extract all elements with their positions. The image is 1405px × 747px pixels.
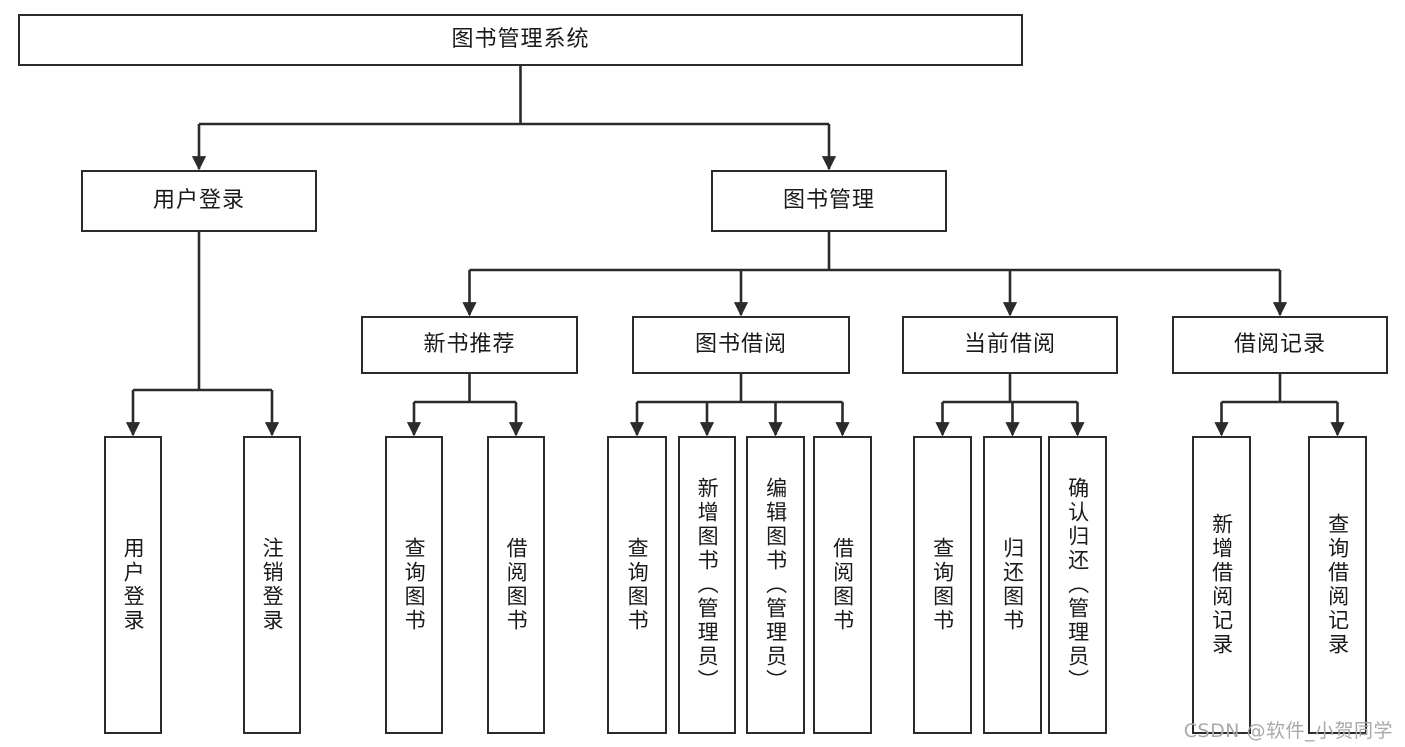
node-label: 图书管理 [782, 187, 875, 213]
node-leaf-return-book[interactable]: 归还图书 [983, 436, 1042, 734]
node-leaf-query-book-rec[interactable]: 查询图书 [385, 436, 443, 734]
node-book-manage[interactable]: 图书管理 [711, 170, 947, 232]
node-root[interactable]: 图书管理系统 [18, 14, 1023, 66]
node-borrow-record[interactable]: 借阅记录 [1172, 316, 1388, 374]
node-leaf-add-record[interactable]: 新增借阅记录 [1192, 436, 1251, 734]
node-leaf-user-logout[interactable]: 注销登录 [243, 436, 301, 734]
node-label: 查询图书 [625, 537, 650, 633]
node-leaf-query-record[interactable]: 查询借阅记录 [1308, 436, 1367, 734]
node-leaf-confirm-return[interactable]: 确认归还（管理员） [1048, 436, 1107, 734]
node-label: 当前借阅 [963, 331, 1056, 357]
node-label: 用户登录 [152, 187, 245, 213]
node-label: 新增图书（管理员） [695, 477, 720, 693]
node-label: 确认归还（管理员） [1065, 477, 1090, 693]
node-leaf-borrow-book-rec[interactable]: 借阅图书 [487, 436, 545, 734]
node-leaf-borrow-book[interactable]: 借阅图书 [813, 436, 872, 734]
node-new-book-rec[interactable]: 新书推荐 [361, 316, 578, 374]
node-label: 借阅记录 [1233, 331, 1326, 357]
node-label: 借阅图书 [504, 537, 529, 633]
node-label: 注销登录 [260, 537, 285, 633]
node-current-borrow[interactable]: 当前借阅 [902, 316, 1118, 374]
node-label: 查询借阅记录 [1325, 513, 1350, 657]
node-label: 编辑图书（管理员） [763, 477, 788, 693]
node-label: 查询图书 [930, 537, 955, 633]
node-label: 用户登录 [121, 537, 146, 633]
node-label: 新书推荐 [423, 331, 516, 357]
node-label: 图书借阅 [694, 331, 787, 357]
node-leaf-user-login[interactable]: 用户登录 [104, 436, 162, 734]
node-leaf-query-book-borrow[interactable]: 查询图书 [607, 436, 667, 734]
node-label: 归还图书 [1000, 537, 1025, 633]
node-leaf-edit-book[interactable]: 编辑图书（管理员） [746, 436, 805, 734]
node-book-borrow[interactable]: 图书借阅 [632, 316, 850, 374]
node-user-login[interactable]: 用户登录 [81, 170, 317, 232]
node-label: 图书管理系统 [451, 26, 590, 52]
node-label: 借阅图书 [830, 537, 855, 633]
node-label: 查询图书 [402, 537, 427, 633]
node-leaf-add-book[interactable]: 新增图书（管理员） [678, 436, 736, 734]
node-leaf-query-book-current[interactable]: 查询图书 [913, 436, 972, 734]
node-label: 新增借阅记录 [1209, 513, 1234, 657]
